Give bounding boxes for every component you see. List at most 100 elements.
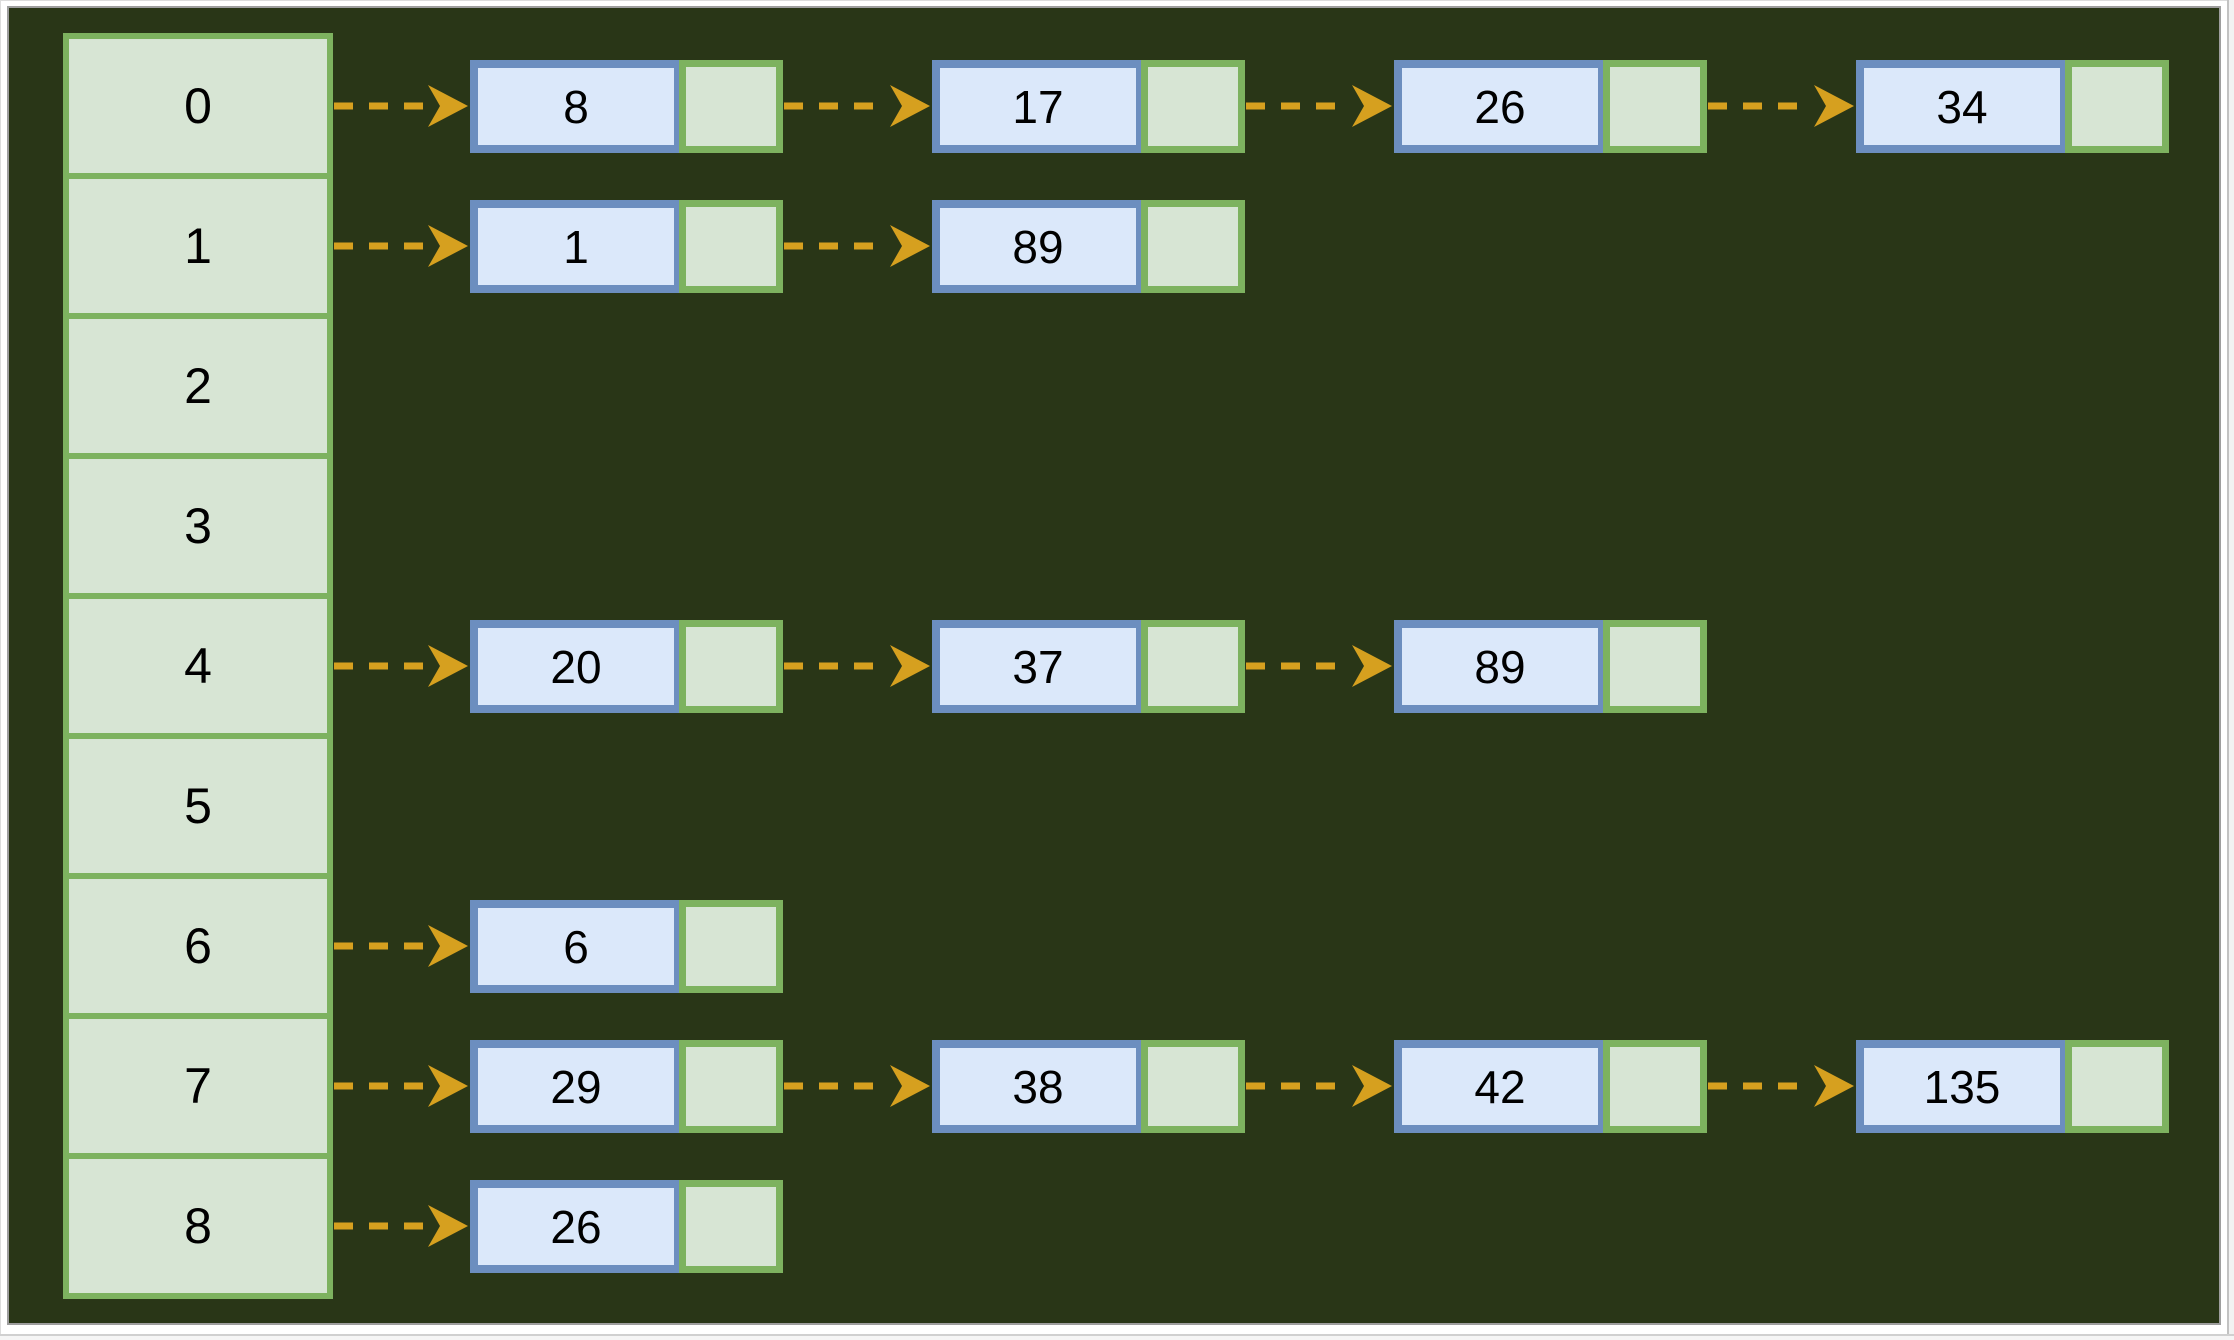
bucket-cell: 7: [63, 1013, 333, 1159]
node-next-pointer-cell: [1603, 60, 1707, 153]
bucket-cell: 8: [63, 1153, 333, 1299]
arrow-head-icon: [428, 1065, 468, 1107]
list-node: 89: [932, 200, 1245, 293]
chain-arrow: [784, 1065, 930, 1107]
arrow-head-icon: [428, 225, 468, 267]
node-value-cell: 135: [1856, 1040, 2068, 1133]
bucket-index-label: 3: [184, 498, 212, 554]
node-next-pointer-cell: [1141, 200, 1245, 293]
bucket-cell: 3: [63, 453, 333, 599]
bucket-cell: 0: [63, 33, 333, 179]
bucket-index-label: 1: [184, 218, 212, 274]
node-next-pointer-cell: [1603, 620, 1707, 713]
node-value-label: 37: [1012, 640, 1064, 693]
arrow-head-icon: [1352, 85, 1392, 127]
arrow-head-icon: [890, 225, 930, 267]
node-next-pointer-cell: [679, 60, 783, 153]
arrow-head-icon: [428, 645, 468, 687]
bucket-index-label: 5: [184, 778, 212, 834]
list-node: 26: [1394, 60, 1707, 153]
list-node: 42: [1394, 1040, 1707, 1133]
chain-arrow: [334, 225, 468, 267]
node-value-label: 38: [1012, 1060, 1064, 1113]
chain-arrow: [1708, 85, 1854, 127]
node-next-pointer-cell: [2065, 1040, 2169, 1133]
chain-arrow: [1246, 645, 1392, 687]
bucket-index-label: 0: [184, 78, 212, 134]
arrow-head-icon: [890, 85, 930, 127]
arrow-head-icon: [1814, 1065, 1854, 1107]
chain-arrow: [1708, 1065, 1854, 1107]
node-value-cell: 34: [1856, 60, 2068, 153]
node-value-label: 89: [1474, 640, 1526, 693]
bucket-index-label: 6: [184, 918, 212, 974]
node-value-label: 8: [563, 80, 589, 133]
window-edge-right: [2227, 0, 2234, 1340]
chain-arrow: [1246, 1065, 1392, 1107]
node-next-pointer-cell: [679, 1040, 783, 1133]
node-value-label: 1: [563, 220, 589, 273]
bucket-index-label: 2: [184, 358, 212, 414]
node-value-label: 17: [1012, 80, 1064, 133]
list-node: 8: [470, 60, 783, 153]
bucket-cell: 4: [63, 593, 333, 739]
node-next-pointer-cell: [1141, 60, 1245, 153]
list-node: 38: [932, 1040, 1245, 1133]
list-node: 26: [470, 1180, 783, 1273]
bucket-cell: 5: [63, 733, 333, 879]
arrow-head-icon: [890, 1065, 930, 1107]
node-value-label: 26: [1474, 80, 1526, 133]
node-next-pointer-cell: [679, 1180, 783, 1273]
bucket-cell: 6: [63, 873, 333, 1019]
chain-arrow: [784, 645, 930, 687]
node-value-label: 135: [1923, 1060, 2001, 1113]
list-node: 20: [470, 620, 783, 713]
node-value-cell: 1: [470, 200, 682, 293]
node-value-cell: 29: [470, 1040, 682, 1133]
list-node: 17: [932, 60, 1245, 153]
node-value-cell: 20: [470, 620, 682, 713]
list-node: 89: [1394, 620, 1707, 713]
node-value-cell: 89: [932, 200, 1144, 293]
list-node: 135: [1856, 1040, 2169, 1133]
list-node: 37: [932, 620, 1245, 713]
chain-arrow: [784, 85, 930, 127]
list-node: 34: [1856, 60, 2169, 153]
arrow-head-icon: [1352, 645, 1392, 687]
chain-arrow: [334, 925, 468, 967]
arrow-head-icon: [428, 925, 468, 967]
node-value-cell: 37: [932, 620, 1144, 713]
node-next-pointer-cell: [679, 620, 783, 713]
node-value-label: 42: [1474, 1060, 1526, 1113]
bucket-index-label: 4: [184, 638, 212, 694]
node-value-label: 20: [550, 640, 602, 693]
node-next-pointer-cell: [1141, 620, 1245, 713]
list-node: 1: [470, 200, 783, 293]
bucket-index-label: 7: [184, 1058, 212, 1114]
chain-arrow: [334, 85, 468, 127]
node-value-cell: 38: [932, 1040, 1144, 1133]
node-next-pointer-cell: [1141, 1040, 1245, 1133]
chain-arrow: [334, 645, 468, 687]
node-value-label: 89: [1012, 220, 1064, 273]
node-value-cell: 8: [470, 60, 682, 153]
node-value-cell: 6: [470, 900, 682, 993]
node-value-cell: 89: [1394, 620, 1606, 713]
node-value-cell: 26: [470, 1180, 682, 1273]
bucket-cell: 2: [63, 313, 333, 459]
list-node: 6: [470, 900, 783, 993]
node-value-label: 6: [563, 920, 589, 973]
node-next-pointer-cell: [1603, 1040, 1707, 1133]
arrow-head-icon: [1352, 1065, 1392, 1107]
chain-arrow: [1246, 85, 1392, 127]
node-next-pointer-cell: [679, 900, 783, 993]
node-value-cell: 17: [932, 60, 1144, 153]
chain-arrow: [334, 1065, 468, 1107]
arrow-head-icon: [428, 1205, 468, 1247]
arrow-head-icon: [428, 85, 468, 127]
chain-arrow: [334, 1205, 468, 1247]
arrow-head-icon: [890, 645, 930, 687]
node-value-label: 26: [550, 1200, 602, 1253]
